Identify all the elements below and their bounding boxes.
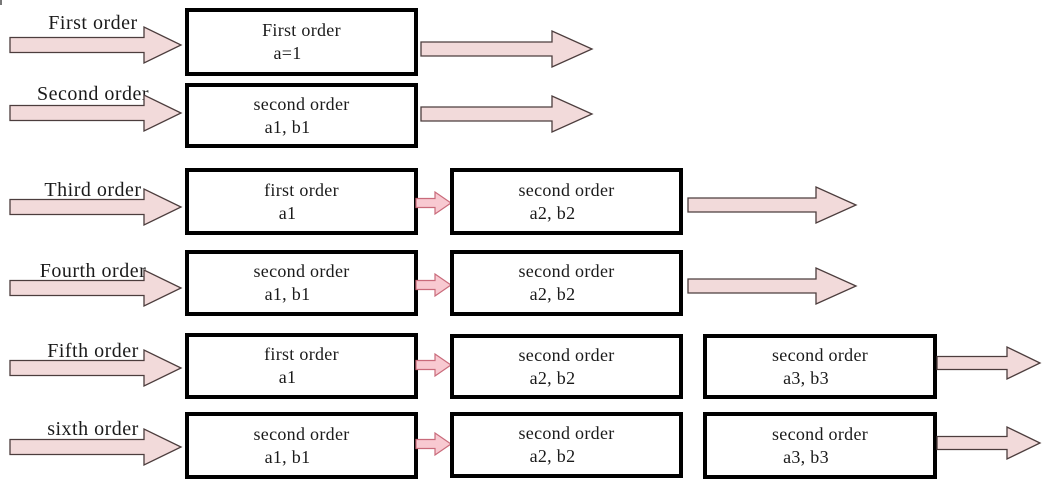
box-title: second order (771, 344, 869, 365)
box-params: a3, b3 (783, 446, 829, 467)
output-arrow-icon (420, 94, 594, 134)
box-title: second order (518, 261, 615, 281)
output-arrow-icon (936, 425, 1042, 461)
box-params: a2, b2 (529, 446, 576, 466)
input-arrow-icon (9, 268, 183, 308)
process-box: second order a2, b2 (450, 412, 683, 478)
box-params: a1, b1 (264, 446, 311, 467)
row-label-first-order: First order (48, 12, 138, 34)
row-label-second-order: Second order (36, 83, 150, 105)
box-params: a1 (278, 202, 297, 223)
box-params: a1 (278, 367, 297, 387)
box-title: second order (253, 261, 350, 281)
process-box: second order a1, b1 (185, 250, 418, 316)
box-title: second order (518, 423, 615, 443)
box-title: First order (262, 20, 341, 40)
input-arrow-icon (9, 187, 183, 227)
box-params: a=1 (273, 43, 302, 63)
box-title: second order (253, 423, 350, 444)
process-box: second order a3, b3 (703, 412, 937, 479)
connector-arrow-icon (415, 272, 453, 298)
box-title: second order (518, 344, 615, 365)
output-arrow-icon (936, 345, 1042, 381)
process-box: First order a=1 (185, 8, 418, 76)
row-label-sixth-order: sixth order (47, 418, 139, 440)
process-box: first order a1 (185, 333, 418, 399)
row-label-third-order: Third order (44, 179, 142, 201)
process-box: second order a1, b1 (185, 83, 418, 148)
box-params: a2, b2 (529, 367, 576, 388)
box-title: second order (253, 93, 350, 114)
box-title: second order (771, 423, 869, 444)
connector-arrow-icon (415, 190, 453, 216)
row-label-fourth-order: Fourth order (39, 260, 147, 282)
box-params: a2, b2 (529, 284, 576, 304)
box-title: first order (264, 179, 339, 200)
box-params: a1, b1 (264, 116, 311, 137)
process-box: second order a1, b1 (185, 412, 418, 479)
input-arrow-icon (9, 25, 183, 65)
box-params: a3, b3 (783, 367, 829, 388)
process-box: first order a1 (185, 168, 418, 235)
connector-arrow-icon (415, 352, 453, 378)
connector-arrow-icon (415, 431, 453, 457)
corner-artifact (0, 0, 2, 5)
output-arrow-icon (687, 266, 858, 306)
input-arrow-icon (9, 348, 183, 388)
output-arrow-icon (687, 185, 858, 225)
process-box: second order a2, b2 (450, 334, 683, 399)
output-arrow-icon (420, 29, 594, 69)
box-params: a2, b2 (529, 202, 576, 223)
input-arrow-icon (9, 93, 183, 133)
process-box: second order a3, b3 (703, 334, 937, 399)
box-title: second order (518, 179, 615, 200)
row-label-fifth-order: Fifth order (47, 340, 139, 362)
box-params: a1, b1 (264, 284, 311, 304)
box-title: first order (264, 344, 339, 364)
input-arrow-icon (9, 427, 183, 467)
process-box: second order a2, b2 (450, 168, 683, 235)
process-box: second order a2, b2 (450, 250, 683, 316)
